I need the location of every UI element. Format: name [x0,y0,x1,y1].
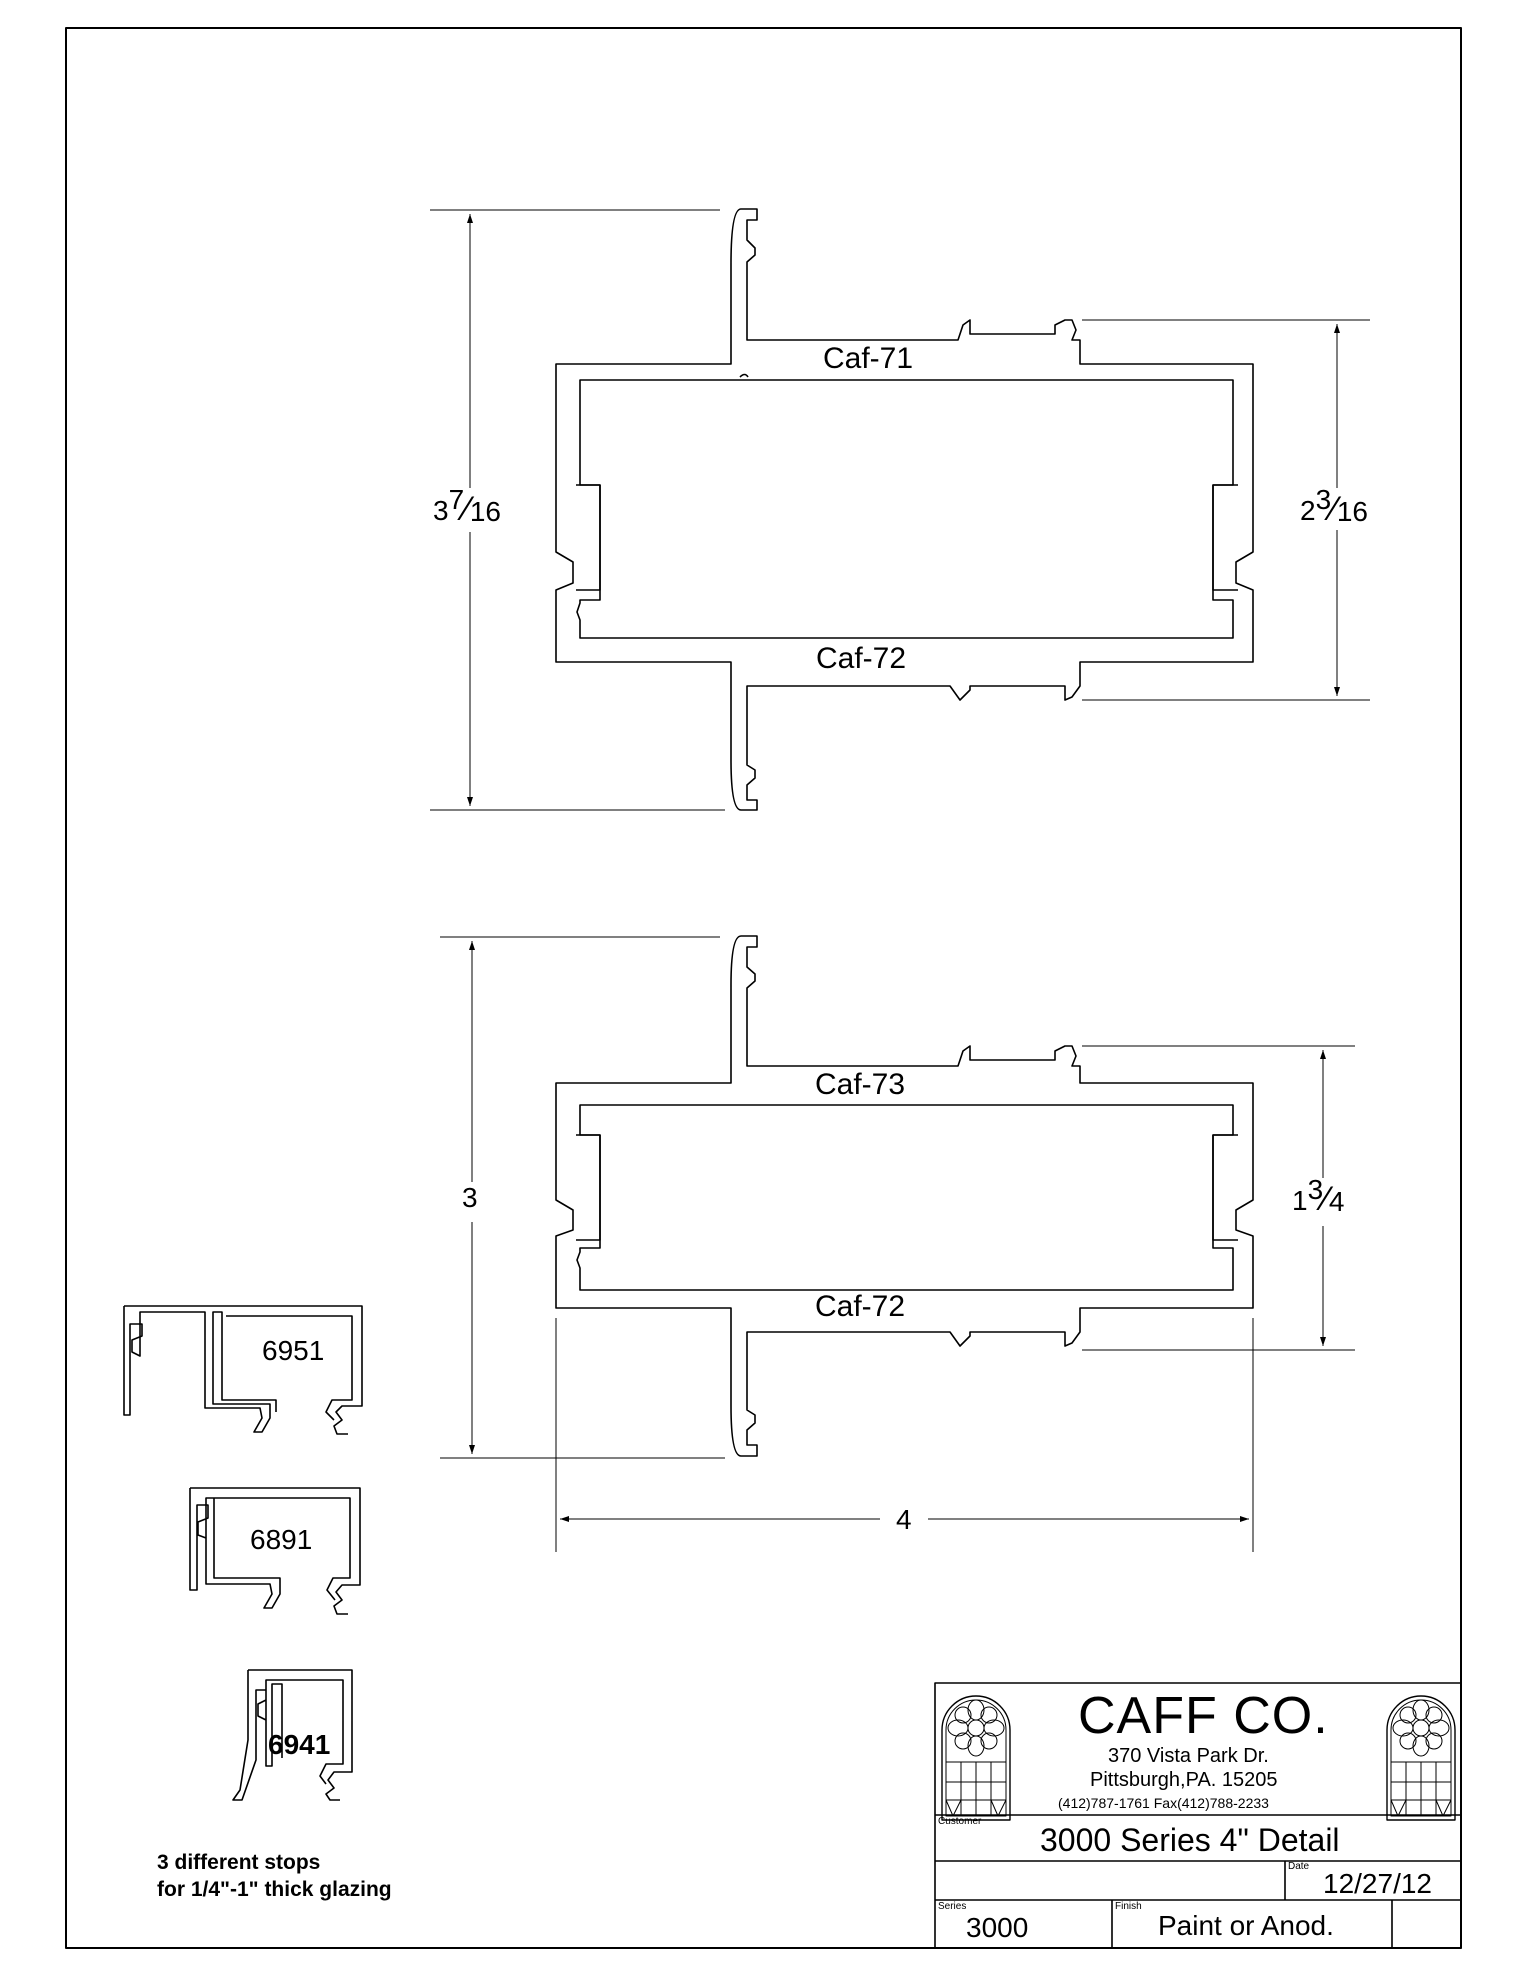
company-address-2: Pittsburgh,PA. 15205 [1090,1769,1278,1791]
series-label: Series [938,1901,967,1912]
finish-value: Paint or Anod. [1158,1910,1334,1941]
profile-bottom [555,935,1254,1457]
stop-label-6951: 6951 [262,1335,325,1366]
part-label-caf-72-top: Caf-72 [816,642,907,675]
stops-note: 3 different stops for 1/4"-1" thick glaz… [157,1851,392,1902]
title-block [934,1682,1462,1949]
dim-inner-height-bottom: 13⁄4 [1292,1174,1345,1218]
drawing-date: 12/27/12 [1323,1868,1432,1899]
dim-inner-height-top: 23⁄16 [1300,484,1368,528]
finish-label: Finish [1115,1901,1142,1912]
dims-bottom [440,937,1355,1552]
stop-6951-shape [123,1305,363,1435]
customer-label: Customer [938,1816,982,1827]
company-name: CAFF CO. [1078,1687,1329,1745]
drawing-title: 3000 Series 4" Detail [1040,1822,1340,1858]
dims-top [430,210,1370,810]
stop-label-6941: 6941 [268,1729,331,1760]
part-label-caf-73: Caf-73 [815,1068,906,1101]
series-value: 3000 [966,1912,1029,1943]
stop-6941-shape [232,1669,353,1801]
dim-width: 4 [896,1504,912,1535]
company-phone: (412)787-1761 Fax(412)788-2233 [1058,1795,1269,1811]
sheet-border [65,27,1462,1949]
part-label-caf-72-bottom: Caf-72 [815,1290,906,1323]
company-address-1: 370 Vista Park Dr. [1108,1745,1269,1767]
profile-top [555,208,1254,811]
stop-6891-shape [189,1487,361,1615]
dim-overall-height-bottom: 3 [462,1182,478,1213]
stop-label-6891: 6891 [250,1524,313,1555]
dim-overall-height-top: 37⁄16 [433,484,501,528]
date-label: Date [1288,1861,1310,1872]
part-label-caf-71: Caf-71 [823,342,914,375]
